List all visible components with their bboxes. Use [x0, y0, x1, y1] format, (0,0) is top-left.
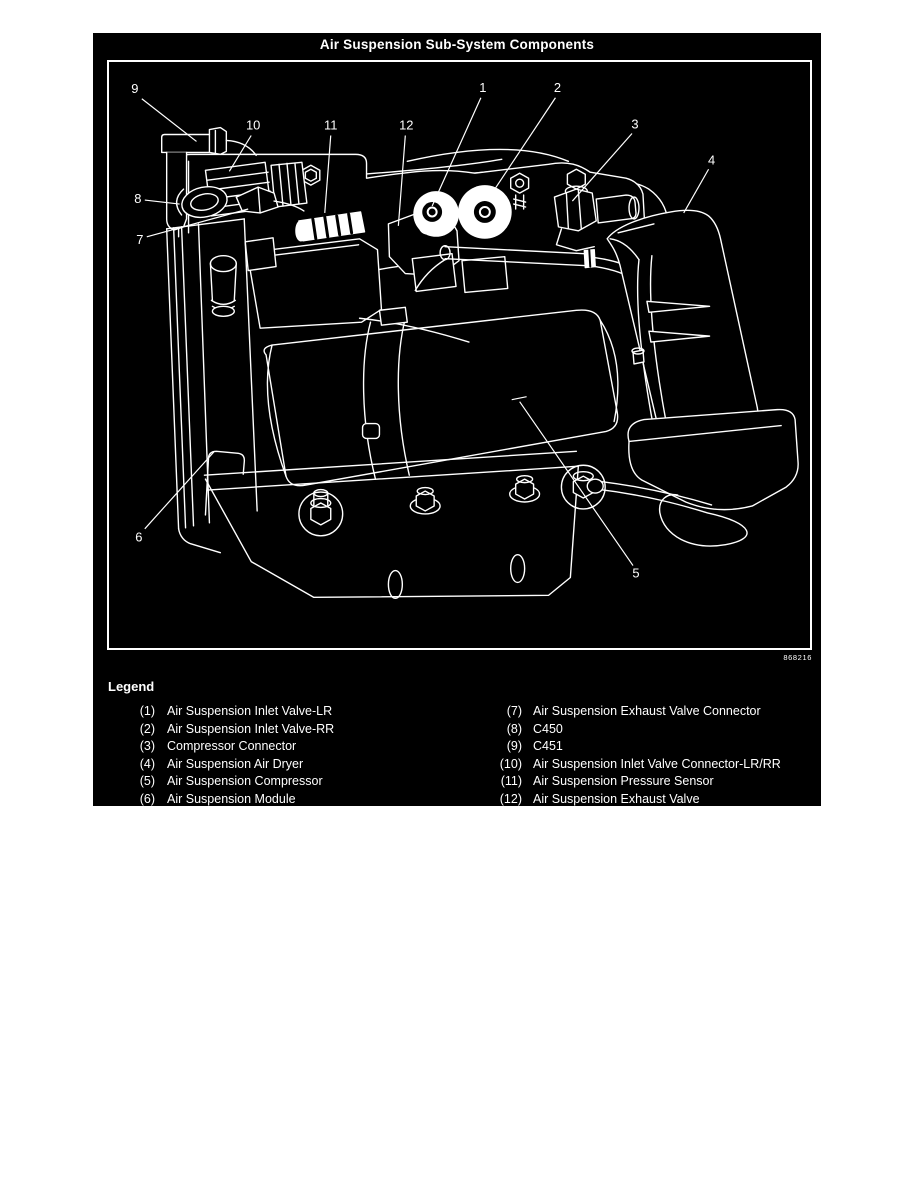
- mounting-bracket: [203, 450, 606, 600]
- legend-item-label: Air Suspension Exhaust Valve: [533, 791, 700, 806]
- cross-tube: [414, 245, 643, 292]
- leader-line-11: [324, 135, 332, 214]
- leader-line-7: [146, 208, 249, 238]
- leader-lines: [141, 97, 710, 566]
- legend: Legend (1) Air Suspension Inlet Valve-LR…: [93, 679, 821, 808]
- inlet-valves: [411, 185, 512, 294]
- leader-line-5: [511, 396, 634, 566]
- leader-line-10: [228, 135, 252, 172]
- leader-line-3: [571, 133, 633, 202]
- air-dryer: [606, 209, 799, 511]
- legend-item-label: Air Suspension Inlet Valve Connector-LR/…: [533, 756, 781, 771]
- leader-line-4: [683, 168, 710, 214]
- air-hose-loop: [586, 478, 748, 547]
- legend-item-number: (4): [139, 756, 155, 771]
- callout-7: 7: [136, 232, 143, 247]
- legend-heading: Legend: [108, 679, 155, 694]
- c450-connector: [175, 186, 228, 219]
- legend-item-number: (10): [499, 756, 522, 771]
- callout-3: 3: [631, 117, 638, 132]
- legend-item-label: Air Suspension Compressor: [167, 774, 323, 788]
- compressor: [209, 237, 619, 487]
- manual-figure-panel: Air Suspension Sub-System Components: [93, 33, 821, 806]
- legend-item-number: (11): [500, 774, 522, 788]
- legend-item-label: Air Suspension Module: [167, 791, 296, 806]
- figure-title: Air Suspension Sub-System Components: [319, 37, 595, 52]
- legend-item-label: Air Suspension Inlet Valve-LR: [167, 704, 333, 718]
- legend-item-number: (8): [506, 721, 522, 736]
- callout-4: 4: [708, 152, 715, 167]
- exhaust-valve-connector: [235, 186, 305, 214]
- leader-line-6: [144, 450, 215, 530]
- leader-line-8: [144, 199, 180, 205]
- callout-8: 8: [134, 191, 141, 206]
- callout-11: 11: [324, 118, 337, 133]
- plate-bolts: [510, 168, 588, 210]
- legend-item-number: (5): [139, 774, 155, 788]
- callout-9: 9: [131, 81, 138, 96]
- leader-line-2: [486, 97, 556, 202]
- figure-reference-number: 868216: [783, 653, 812, 662]
- legend-item-number: (12): [499, 791, 522, 806]
- legend-item-label: Air Suspension Inlet Valve-RR: [167, 721, 335, 736]
- air-suspension-module: [165, 218, 258, 554]
- callout-6: 6: [135, 530, 142, 545]
- legend-grid: (1) Air Suspension Inlet Valve-LR (7) Ai…: [93, 703, 821, 808]
- leader-line-9: [141, 98, 197, 142]
- callout-labels: 1 2 3 4 5 6 7 8 9 10 11 12: [131, 80, 715, 581]
- callout-2: 2: [554, 80, 561, 95]
- callout-10: 10: [246, 118, 260, 133]
- legend-item-label: C451: [533, 739, 563, 753]
- legend-item-number: (1): [139, 704, 155, 718]
- air-suspension-diagram: 1 2 3 4 5 6 7 8 9 10 11 12: [131, 80, 799, 600]
- pressure-sensor: [295, 211, 366, 242]
- leader-line-1: [431, 97, 482, 207]
- legend-item-number: (7): [506, 704, 522, 718]
- figure-frame: 1 2 3 4 5 6 7 8 9 10 11 12: [107, 60, 812, 650]
- legend-item-number: (3): [139, 739, 155, 753]
- legend-item-number: (6): [139, 791, 155, 806]
- legend-item-label: Air Suspension Air Dryer: [167, 756, 304, 771]
- compressor-connector: [553, 188, 640, 252]
- legend-item-label: Air Suspension Pressure Sensor: [533, 774, 714, 788]
- leader-line-12: [397, 135, 406, 226]
- callout-5: 5: [632, 565, 639, 580]
- c451-connector: [161, 126, 257, 231]
- legend-item-label: C450: [533, 721, 563, 736]
- legend-item-number: (2): [139, 721, 155, 736]
- legend-item-label: Compressor Connector: [167, 739, 297, 753]
- callout-12: 12: [399, 118, 413, 133]
- legend-item-label: Air Suspension Exhaust Valve Connector: [533, 704, 761, 718]
- legend-item-number: (9): [506, 739, 522, 753]
- callout-1: 1: [479, 80, 486, 95]
